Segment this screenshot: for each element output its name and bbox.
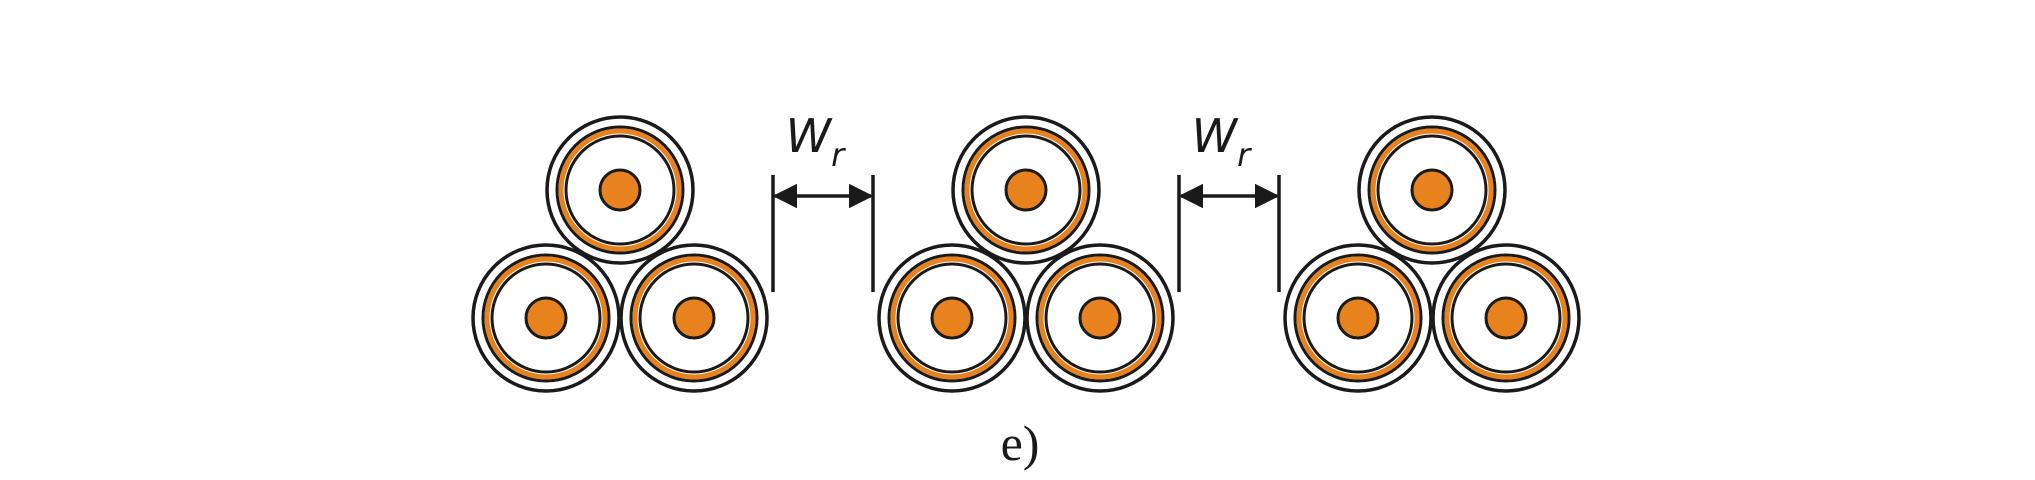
cable-metal-sheath	[1296, 256, 1420, 380]
cable-conductor	[1078, 296, 1122, 340]
cable-metal-sheath	[484, 256, 608, 380]
cable-armour-ring	[1035, 253, 1165, 383]
cable-bottom-left	[1283, 243, 1433, 393]
cable-metal-sheath	[964, 128, 1088, 252]
cable-bottom-right	[619, 243, 769, 393]
cable-armour-ring	[1441, 253, 1571, 383]
cable-conductor	[598, 168, 642, 212]
cable-metal-sheath	[1038, 256, 1162, 380]
cable-conductor	[524, 296, 568, 340]
cable-top	[1357, 115, 1507, 265]
cable-conductor	[1004, 168, 1048, 212]
cable-conductor	[1410, 168, 1454, 212]
cable-bottom-right	[1431, 243, 1581, 393]
cable-armour-ring	[555, 125, 685, 255]
cable-armour-ring	[887, 253, 1017, 383]
spacing-label-subscript: r	[831, 136, 846, 174]
cable-armour-ring	[481, 253, 611, 383]
cable-metal-sheath	[1370, 128, 1494, 252]
cable-conductor	[672, 296, 716, 340]
cable-top	[545, 115, 695, 265]
cable-bottom-left	[471, 243, 621, 393]
cable-metal-sheath	[558, 128, 682, 252]
figure-caption: e)	[1001, 415, 1040, 471]
cable-metal-sheath	[632, 256, 756, 380]
cable-armour-ring	[961, 125, 1091, 255]
cable-conductor	[1484, 296, 1528, 340]
cable-armour-ring	[1293, 253, 1423, 383]
cable-metal-sheath	[890, 256, 1014, 380]
cable-conductor	[930, 296, 974, 340]
trefoil-group-3	[1283, 115, 1581, 393]
trefoil-group-2	[877, 115, 1175, 393]
cable-conductor	[1336, 296, 1380, 340]
cable-bottom-left	[877, 243, 1027, 393]
cable-bottom-right	[1025, 243, 1175, 393]
cable-armour-ring	[629, 253, 759, 383]
spacing-label-subscript: r	[1237, 136, 1252, 174]
spacing-label: Wr	[1192, 109, 1252, 174]
trefoil-group-1	[471, 115, 769, 393]
cable-metal-sheath	[1444, 256, 1568, 380]
spacing-dimension: Wr	[1177, 109, 1281, 292]
cable-armour-ring	[1367, 125, 1497, 255]
cable-top	[951, 115, 1101, 265]
spacing-label: Wr	[786, 109, 846, 174]
spacing-dimension: Wr	[771, 109, 875, 292]
